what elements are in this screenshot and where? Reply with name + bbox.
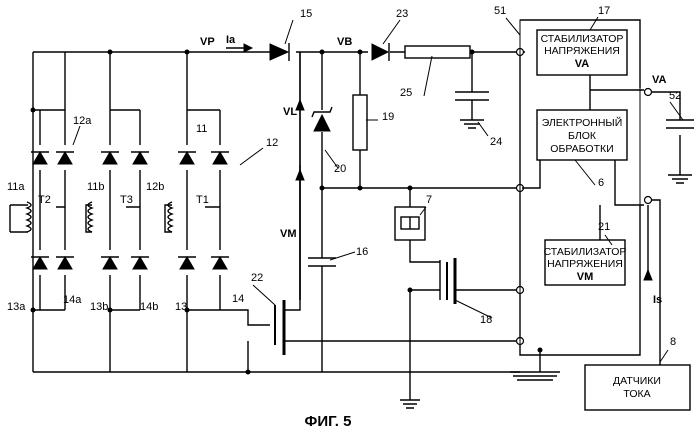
signal-vp: VP [200,36,215,48]
diode-23-icon [372,44,388,60]
zener-20-icon [314,115,330,131]
figure-caption: ФИГ. 5 [305,413,352,430]
ref-11a: 11a [7,181,25,193]
diode-12a-icon [56,152,74,164]
label-t3: T3 [120,194,133,206]
label-t2: T2 [38,194,51,206]
ref-23: 23 [396,8,408,20]
ref-11: 11 [196,123,207,135]
ref-12a: 12a [73,115,92,127]
diode-13-icon [178,257,196,269]
processing-line3: ОБРАБОТКИ [550,143,613,155]
ref-51: 51 [494,5,506,17]
stab-vm-line3: VM [577,271,594,283]
ref-14b: 14b [140,301,158,313]
ref-16: 16 [356,246,368,258]
stab-va-line3: VA [575,58,590,70]
signal-vm: VM [280,228,297,240]
diode-11-icon [178,152,196,164]
rectifier-leg-2 [86,50,149,373]
ref-14a: 14a [63,294,82,306]
signal-va: VA [652,74,667,86]
ref-24: 24 [490,136,502,148]
ref-13b: 13b [90,301,108,313]
diode-13b-icon [101,257,119,269]
signal-ia: Ia [226,34,236,46]
signal-is: Is [653,294,662,306]
stab-vm-line1: СТАБИЛИЗАТОР [544,246,627,258]
stab-va-line2: НАПРЯЖЕНИЯ [544,45,620,57]
ref-14: 14 [232,293,244,305]
ref-12b: 12b [146,181,164,193]
label-t1: T1 [196,194,209,206]
diode-14b-icon [131,257,149,269]
ref-7: 7 [426,194,432,206]
coil-t2-icon [27,202,31,232]
coil-t3-icon [88,202,92,232]
diode-14a-icon [56,257,74,269]
resistor-19-icon [353,95,367,150]
ref-8: 8 [670,336,676,348]
ref-12: 12 [266,137,278,149]
ref-25: 25 [400,87,412,99]
ref-6: 6 [598,177,604,189]
ref-18: 18 [480,314,492,326]
ref-22: 22 [251,272,263,284]
signal-vb: VB [337,36,352,48]
ref-13a: 13a [7,301,26,313]
signal-vl: VL [283,106,297,118]
ref-15: 15 [300,8,312,20]
sensors-line1: ДАТЧИКИ [613,375,661,387]
processing-line1: ЭЛЕКТРОННЫЙ [542,116,623,129]
diode-11b-icon [101,152,119,164]
ref-52: 52 [669,90,681,102]
coil-t1-icon [168,202,172,232]
processing-line2: БЛОК [568,130,597,142]
rectifier-leg-3 [165,50,229,373]
diode-12-icon [211,152,229,164]
resistor-25-icon [405,46,470,58]
diode-12b-icon [131,152,149,164]
ref-11b: 11b [87,181,105,193]
ref-17: 17 [598,5,610,17]
relay-and-switch [395,186,520,409]
ref-21: 21 [598,221,610,233]
stab-va-line1: СТАБИЛИЗАТОР [541,33,624,45]
diode-14-icon [211,257,229,269]
diode-15-icon [270,44,288,60]
stab-vm-line2: НАПРЯЖЕНИЯ [547,258,623,270]
ref-19: 19 [382,111,394,123]
ref-13: 13 [175,301,187,313]
sensors-line2: ТОКА [623,388,650,400]
